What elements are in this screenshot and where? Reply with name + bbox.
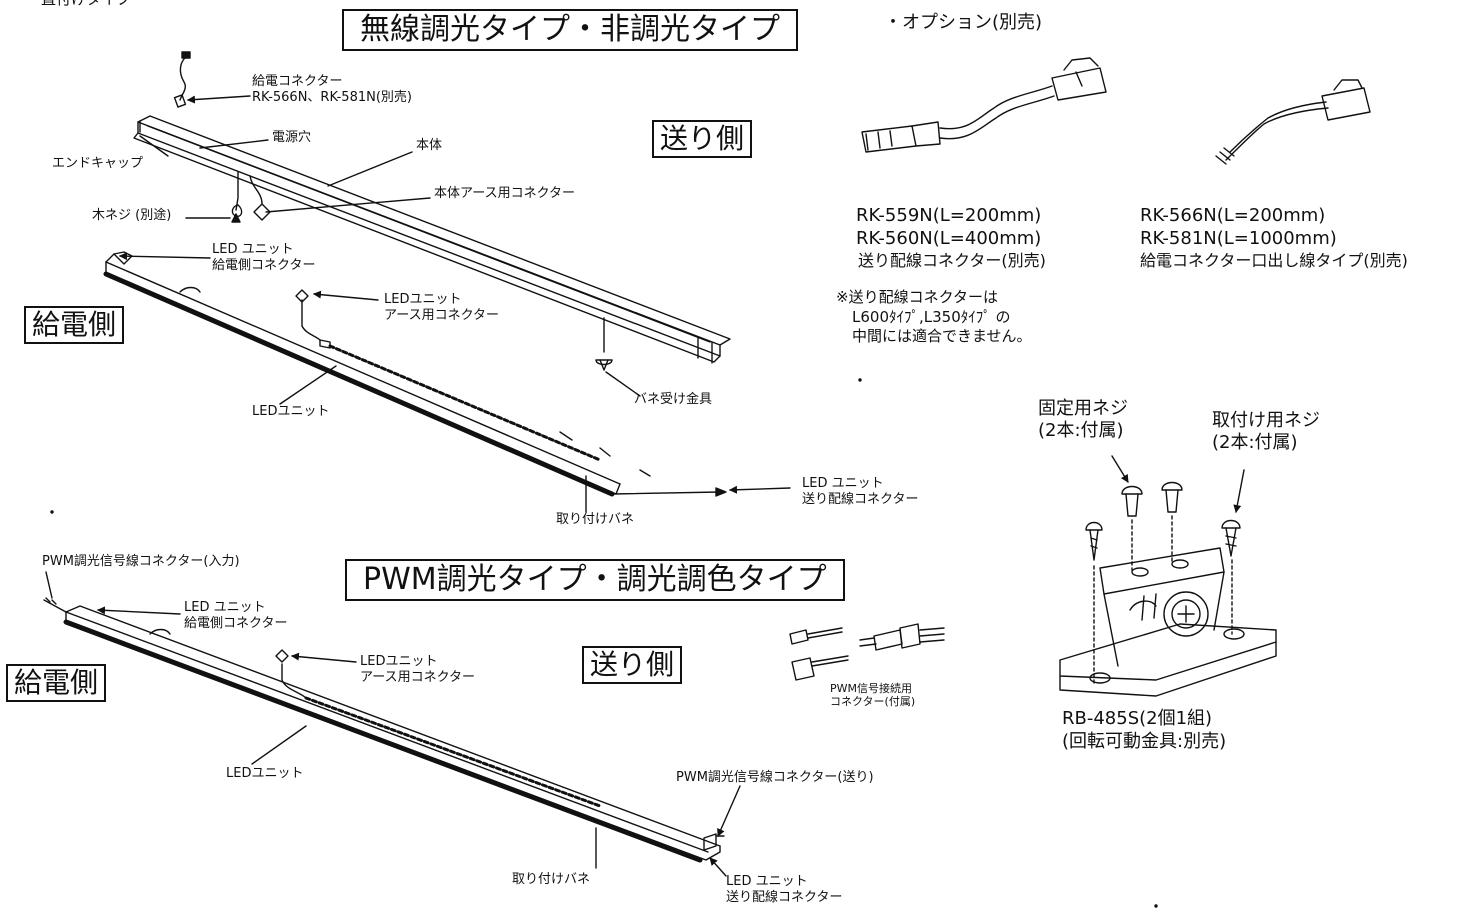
title-pwm-type: PWM調光タイプ・調光調色タイプ (345, 559, 845, 601)
bottom-leaders (45, 571, 741, 877)
feed-connector-cable (173, 51, 191, 108)
label-led-ground-connector-bottom: LEDユニット アース用コネクター (360, 654, 476, 685)
option-feed-connector-desc: 給電コネクター口出し線タイプ(別売) (1140, 250, 1408, 270)
label-end-cap: エンドキャップ (52, 156, 144, 171)
option-send-wiring-connector (861, 57, 1107, 153)
label-mounting-screw: 取付け用ネジ (2本:付属) (1212, 410, 1320, 453)
top-fixture-body (133, 115, 731, 364)
title-wireless-type: 無線調光タイプ・非調光タイプ (342, 9, 798, 51)
pwm-signal-connectors (789, 623, 945, 681)
body-wires (231, 171, 613, 371)
label-body: 本体 (416, 138, 443, 153)
label-spring-bracket: バネ受け金具 (634, 392, 713, 407)
bottom-led-unit (43, 597, 725, 863)
top-led-unit (103, 251, 727, 497)
label-mounting-spring-bottom: 取り付けバネ (512, 872, 591, 887)
label-led-feed-connector-bottom: LED ユニット 給電側コネクター (184, 600, 288, 631)
label-pwm-send: PWM調光信号線コネクター(送り) (676, 770, 874, 785)
side-label-feed-top: 給電側 (24, 306, 125, 344)
label-pwm-signal-connector: PWM信号接続用 コネクター(付属) (830, 682, 916, 709)
label-led-unit-top: LEDユニット (252, 404, 330, 419)
label-body-ground-connector: 本体アース用コネクター (434, 186, 576, 201)
cropped-top-label: ・直付けタイプ (26, 0, 131, 8)
option-send-wiring-model-2: RK-560N(L=400mm) (856, 228, 1042, 250)
side-label-send-bottom: 送り側 (582, 646, 683, 684)
option-send-wiring-desc: 送り配線コネクター(別売) (858, 250, 1046, 270)
label-led-ground-connector-top: LEDユニット アース用コネクター (384, 292, 500, 323)
label-feed-connector: 給電コネクター RK-566N、RK-581N(別売) (252, 74, 412, 105)
label-led-send-connector-bottom: LED ユニット 送り配線コネクター (726, 874, 843, 905)
option-send-wiring-text: RK-559N(L=200mm) RK-560N(L=400mm) 送り配線コネ… (856, 204, 1046, 272)
label-mounting-spring-top: 取り付けバネ (556, 512, 635, 527)
label-wood-screw: 木ネジ (別途) (92, 208, 172, 223)
top-leaders (119, 95, 791, 513)
label-pwm-input: PWM調光信号線コネクター(入力) (42, 554, 240, 569)
option-feed-connector-model-2: RK-581N(L=1000mm) (1140, 228, 1337, 250)
option-feed-connector-model-1: RK-566N(L=200mm) (1140, 205, 1326, 226)
bracket-desc: (回転可動金具:別売) (1062, 730, 1227, 752)
bracket-caption: RB-485S(2個1組) (回転可動金具:別売) (1062, 708, 1226, 753)
label-led-unit-bottom: LEDユニット (226, 766, 304, 781)
option-feed-connector (1215, 79, 1371, 165)
label-led-feed-connector-top: LED ユニット 給電側コネクター (212, 242, 316, 273)
label-led-send-connector-top: LED ユニット 送り配線コネクター (802, 476, 919, 507)
option-feed-connector-text: RK-566N(L=200mm) RK-581N(L=1000mm) 給電コネク… (1140, 204, 1408, 272)
option-header: ・オプション(別売) (884, 12, 1043, 33)
option-send-wiring-note: ※送り配線コネクターは L600ﾀｲﾌﾟ,L350ﾀｲﾌﾟ の 中間には適合でき… (836, 288, 1032, 345)
bracket-model: RB-485S(2個1組) (1062, 708, 1213, 729)
label-fixing-screw: 固定用ネジ (2本:付属) (1038, 398, 1128, 441)
label-power-hole: 電源穴 (272, 130, 312, 145)
side-label-send-top: 送り側 (652, 120, 753, 158)
rotating-bracket (1059, 547, 1277, 697)
bracket-screws (1085, 455, 1245, 687)
option-send-wiring-model-1: RK-559N(L=200mm) (856, 205, 1042, 226)
side-label-feed-bottom: 給電側 (6, 664, 107, 702)
